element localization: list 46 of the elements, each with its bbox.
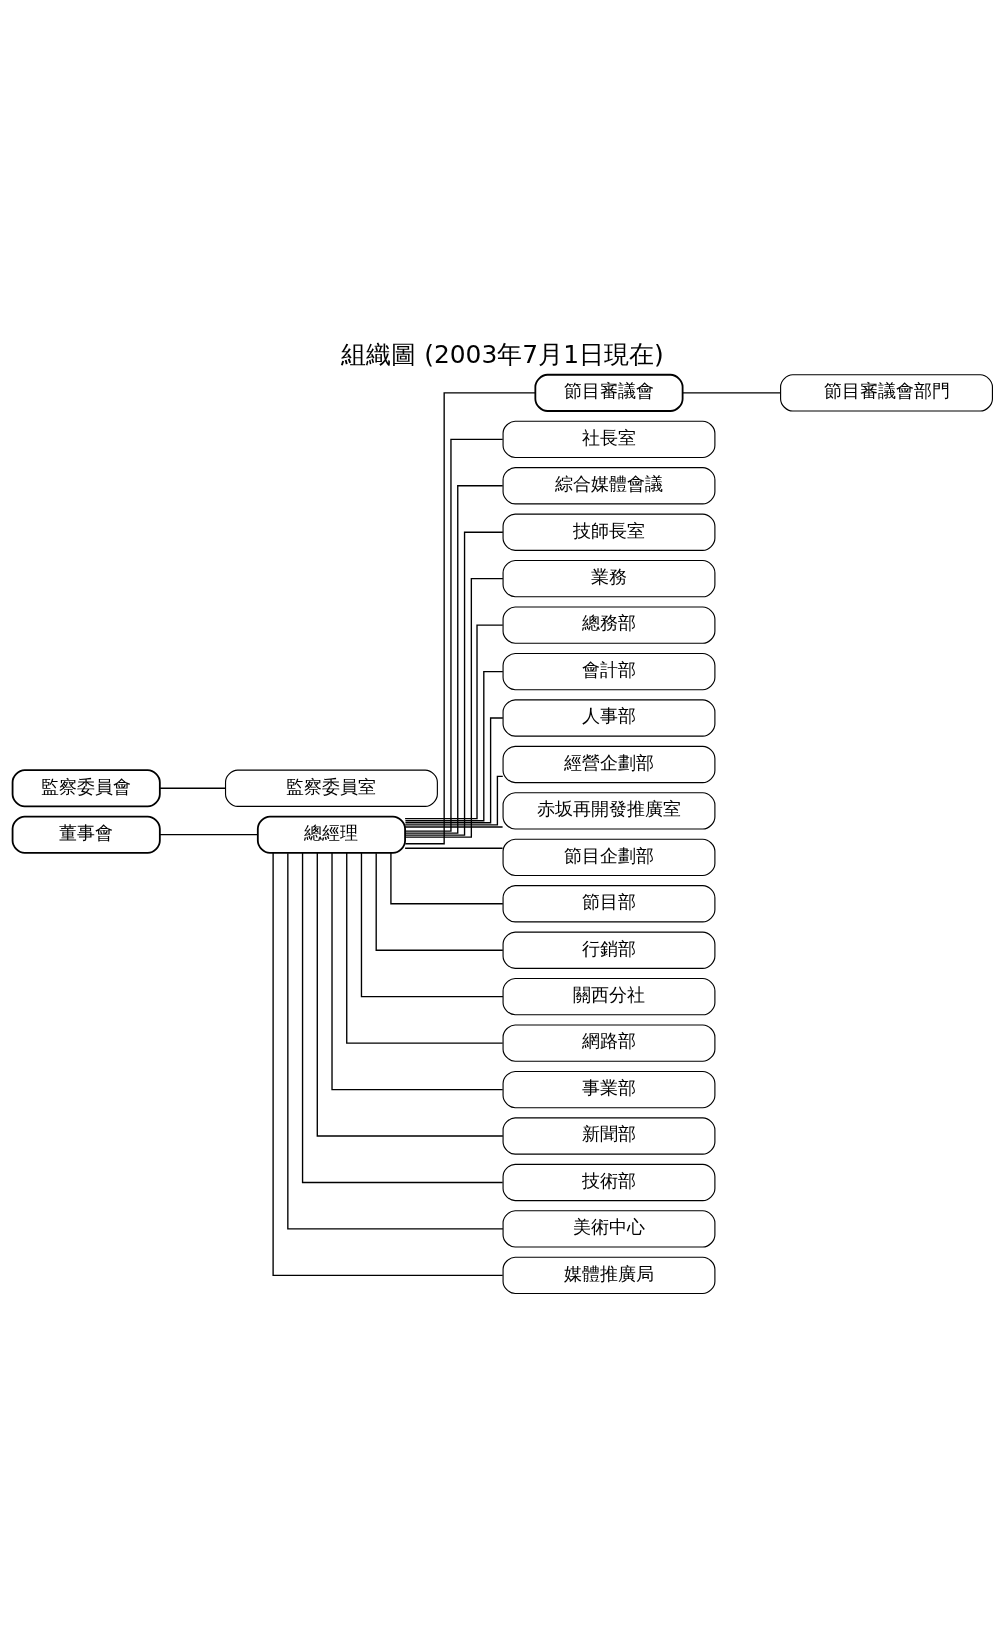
node-box: 新聞部 — [502, 1117, 716, 1155]
node-box: 會計部 — [502, 652, 716, 691]
node-box: 經營企劃部 — [502, 745, 716, 784]
node-box: 技師長室 — [502, 513, 716, 551]
node-box: 社長室 — [502, 420, 716, 459]
connector — [272, 852, 504, 1276]
node-box: 總務部 — [502, 606, 716, 644]
connector — [390, 852, 504, 905]
node-box: 美術中心 — [502, 1210, 716, 1248]
node-box: 事業部 — [502, 1070, 716, 1109]
node-box: 監察委員室 — [224, 769, 438, 807]
connector — [404, 717, 504, 824]
node-box: 節目審議會部門 — [780, 374, 993, 412]
connector — [346, 852, 504, 1044]
node-box: 行銷部 — [502, 931, 716, 969]
connector — [301, 852, 504, 1184]
node-box: 節目企劃部 — [502, 838, 716, 877]
node-box: 綜合媒體會議 — [502, 467, 716, 505]
connector — [159, 834, 259, 836]
connector — [360, 852, 504, 998]
connector — [331, 852, 504, 1091]
connector — [404, 392, 536, 845]
node-box: 關西分社 — [502, 978, 716, 1016]
connector — [316, 852, 504, 1137]
connector — [404, 775, 504, 826]
connector — [404, 578, 504, 838]
connector — [404, 670, 504, 822]
node-box: 總經理 — [256, 815, 406, 854]
connector — [159, 787, 227, 789]
diagram-title: 組織圖 (2003年7月1日現在) — [341, 340, 664, 369]
node-box: 網路部 — [502, 1024, 716, 1062]
node-box: 節目部 — [502, 885, 716, 923]
connector — [681, 392, 781, 394]
connector — [404, 624, 504, 820]
node-box: 技術部 — [502, 1163, 716, 1202]
connector — [404, 847, 504, 849]
connector — [404, 826, 504, 828]
node-box: 媒體推廣局 — [502, 1256, 716, 1295]
connector — [287, 852, 504, 1230]
node-box: 董事會 — [11, 815, 161, 854]
connector — [375, 852, 504, 951]
node-box: 業務 — [502, 560, 716, 598]
node-box: 節目審議會 — [534, 373, 684, 412]
node-box: 監察委員會 — [11, 769, 161, 808]
node-box: 赤坂再開發推廣室 — [502, 792, 716, 830]
node-box: 人事部 — [502, 699, 716, 737]
